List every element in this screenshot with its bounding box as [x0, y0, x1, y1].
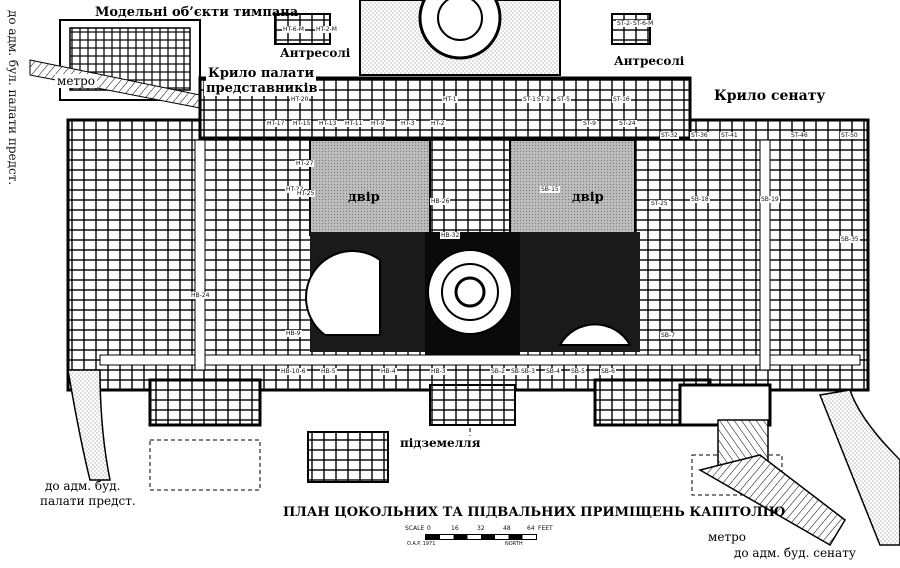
room-code-tag: HB-32 — [440, 232, 461, 239]
senate-metro — [698, 389, 900, 547]
room-code-tag: SB-18 — [690, 196, 710, 203]
room-code-tag: HB-24 — [190, 292, 211, 299]
house-office-passage — [67, 369, 111, 481]
label-to-house-office-line2: палати предст. — [40, 494, 136, 508]
scale-tick-64: 64 — [527, 525, 535, 532]
label-mezzanine-right: Антресолі — [612, 54, 687, 68]
scale-tick-32: 32 — [477, 525, 485, 532]
room-code-tag: HT-27 — [295, 160, 315, 167]
label-house-wing-line1: Крило палати — [206, 66, 317, 81]
room-code-tag: ST-25 — [650, 200, 669, 207]
room-code-tag: ST-1 — [522, 96, 537, 103]
label-mezzanine-left: Антресолі — [278, 46, 353, 60]
room-code-tag: ST-36 — [690, 132, 709, 139]
room-code-tag: SB-6 — [600, 368, 616, 375]
room-code-tag: HT-11 — [344, 120, 364, 127]
room-code-tag: ST-2 — [536, 96, 551, 103]
label-to-house-office-line1: до адм. буд. — [45, 479, 121, 493]
room-code-tag: ST-46 — [790, 132, 809, 139]
room-code-tag: SB-7 — [660, 332, 676, 339]
room-code-tag: ST-32 — [660, 132, 679, 139]
scale-bar: SCALE 0 16 32 48 64 FEET O.A.P. 1971 NOR… — [405, 525, 553, 555]
room-code-tag: SB-2 — [490, 368, 506, 375]
scale-tick-0: 0 — [427, 525, 431, 532]
plan-title: ПЛАН ЦОКОЛЬНИХ ТА ПІДВАЛЬНИХ ПРИМІЩЕНЬ К… — [283, 505, 786, 520]
scale-unit: FEET — [538, 525, 553, 532]
room-code-tag: HT-2-M — [315, 26, 338, 33]
room-code-tag: SB-1 — [510, 368, 526, 375]
room-code-tag: HB-4 — [380, 368, 397, 375]
mezzanine-right-plan — [611, 13, 651, 45]
tympanum-model-area — [29, 19, 201, 109]
room-code-tag: HB-5 — [320, 368, 337, 375]
room-code-tag: SB-5 — [570, 368, 586, 375]
room-code-tag: ST-5 — [556, 96, 571, 103]
scale-north: NORTH — [505, 541, 523, 547]
room-code-tag: ST-6-M — [632, 20, 655, 27]
label-tympanum-models: Модельні об’єкти тимпана — [95, 5, 299, 20]
room-code-tag: HB-26 — [430, 198, 451, 205]
room-code-tag: HT-25 — [296, 190, 316, 197]
room-code-tag: ST-9 — [582, 120, 597, 127]
room-code-tag: SB-4 — [545, 368, 561, 375]
room-code-tag: HB-10 — [280, 368, 301, 375]
room-code-tag: HT-17 — [266, 120, 286, 127]
room-code-tag: SB-19 — [760, 196, 780, 203]
label-courtyard-left: двір — [348, 190, 380, 205]
label-side-note: до адм. бул. палати предст. — [6, 10, 20, 186]
room-code-tag: HT-15 — [292, 120, 312, 127]
room-code-tag: SB-3 — [520, 368, 536, 375]
label-metro-bottom: метро — [706, 530, 748, 544]
room-code-tag: HT-1 — [442, 96, 458, 103]
room-code-tag: SB-35 — [840, 236, 860, 243]
room-code-tag: ST-50 — [840, 132, 859, 139]
label-to-senate-office: до адм. буд. сенату — [734, 546, 856, 560]
basement-inset — [307, 431, 389, 483]
scale-bar-graphic — [425, 534, 537, 540]
main-building — [66, 76, 870, 427]
room-code-tag: ST-2-M — [616, 20, 639, 27]
scale-tick-16: 16 — [451, 525, 459, 532]
scale-credit: O.A.P. 1971 — [407, 541, 436, 547]
room-code-tag: HT-6-M — [282, 26, 305, 33]
label-basement: підземелля — [398, 436, 483, 450]
room-code-tag: HT-9 — [370, 120, 386, 127]
room-code-tag: ST-41 — [720, 132, 739, 139]
room-code-tag: HB-3 — [430, 368, 447, 375]
room-code-tag: HT-22 — [285, 186, 305, 193]
room-code-tag: HB-9 — [285, 330, 302, 337]
room-code-tag: SB-15 — [540, 186, 560, 193]
room-code-tag: HT-3 — [400, 120, 416, 127]
scale-tick-48: 48 — [503, 525, 511, 532]
label-house-wing-line2: представників — [204, 81, 320, 96]
scale-word: SCALE — [405, 525, 425, 532]
room-code-tag: ST-24 — [618, 120, 637, 127]
label-courtyard-right: двір — [572, 190, 604, 205]
room-code-tag: ST-16 — [612, 96, 631, 103]
room-code-tag: HT-20 — [290, 96, 310, 103]
room-code-tag: HT-2 — [430, 120, 446, 127]
label-senate-wing: Крило сенату — [712, 88, 828, 104]
room-code-tag: HT-13 — [318, 120, 338, 127]
rotunda-top — [359, 0, 561, 76]
label-metro-top: метро — [55, 74, 97, 88]
